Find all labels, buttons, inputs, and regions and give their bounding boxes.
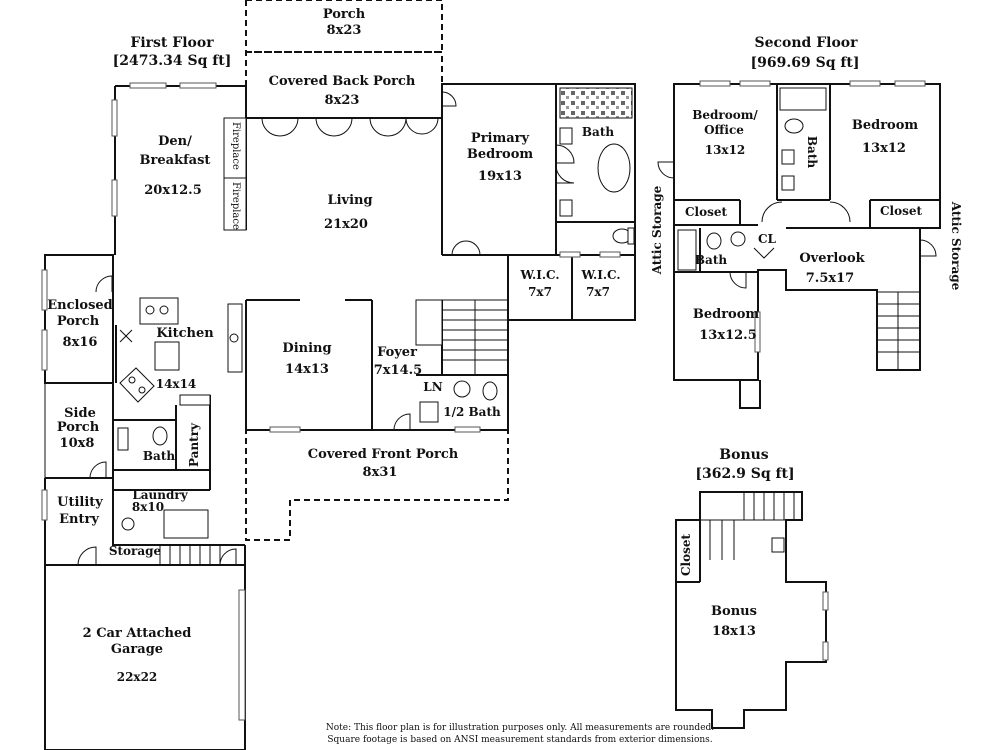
overlook-label: Overlook	[799, 251, 865, 266]
first-floor-heading: First Floor	[130, 35, 214, 51]
closet-left-label: Closet	[685, 205, 728, 219]
cl-label: CL	[758, 232, 777, 246]
den-label-1: Den/	[158, 134, 192, 149]
porch-label: Porch	[323, 7, 366, 22]
laundry-label: Laundry	[132, 488, 188, 502]
note-line-1: Note: This floor plan is for illustratio…	[325, 723, 715, 733]
bonus-room-label: Bonus	[711, 604, 757, 619]
first-floor-plan	[41, 0, 636, 750]
storage-label: Storage	[109, 544, 162, 558]
covered-front-porch-size: 8x31	[363, 465, 398, 480]
garage-label-1: 2 Car Attached	[83, 626, 192, 641]
bath-label: Bath	[143, 449, 175, 463]
covered-front-porch-label: Covered Front Porch	[308, 447, 459, 462]
attic-storage-left-label: Attic Storage	[650, 185, 664, 275]
covered-back-porch-size: 8x23	[325, 93, 360, 108]
pantry-label: Pantry	[187, 422, 201, 467]
utility-entry-label-1: Utility	[57, 495, 103, 510]
kitchen-size: 14x14	[156, 377, 197, 391]
wic-2-label: W.I.C.	[580, 268, 620, 282]
side-porch-label-2: Porch	[57, 420, 100, 435]
bedroom-office-size: 13x12	[705, 143, 746, 157]
primary-bedroom-label-1: Primary	[471, 131, 530, 146]
garage-size: 22x22	[117, 670, 158, 684]
bedroom-ne-size: 13x12	[862, 141, 906, 156]
dining-label: Dining	[282, 341, 331, 356]
enclosed-porch-label-1: Enclosed	[47, 298, 113, 313]
laundry-size: 8x10	[132, 500, 164, 514]
primary-bedroom-label-2: Bedroom	[467, 147, 534, 162]
bonus-closet-label: Closet	[679, 534, 693, 577]
garage-area	[44, 564, 246, 750]
living-size: 21x20	[324, 217, 368, 232]
fireplace-label-2: Fireplace	[230, 182, 241, 230]
bedroom-ne-label: Bedroom	[852, 118, 919, 133]
bonus-heading: Bonus	[719, 447, 769, 463]
den-label-2: Breakfast	[140, 153, 211, 168]
second-floor-plan	[657, 80, 941, 409]
enclosed-porch-size: 8x16	[63, 335, 98, 350]
living-label: Living	[327, 193, 372, 208]
bonus-area: [362.9 Sq ft]	[695, 466, 794, 482]
half-bath-label: 1/2 Bath	[443, 405, 501, 419]
utility-entry-label-2: Entry	[59, 512, 99, 527]
porch-size: 8x23	[327, 23, 362, 38]
second-floor-bath-lower-label: Bath	[695, 253, 727, 267]
covered-back-porch-label: Covered Back Porch	[269, 74, 416, 89]
wic-1-size: 7x7	[528, 285, 552, 299]
second-floor-bath-label: Bath	[805, 136, 819, 168]
dining-size: 14x13	[285, 362, 329, 377]
side-porch-size: 10x8	[60, 436, 95, 451]
second-floor-heading: Second Floor	[754, 35, 858, 51]
bedroom-office-label-2: Office	[704, 123, 744, 137]
foyer-size: 7x14.5	[374, 363, 422, 378]
bedroom-sw-size: 13x12.5	[699, 328, 757, 343]
side-porch-label-1: Side	[64, 406, 96, 421]
disclaimer-note: Note: This floor plan is for illustratio…	[280, 722, 760, 746]
garage-label-2: Garage	[111, 642, 163, 657]
enclosed-porch-label-2: Porch	[57, 314, 100, 329]
note-line-2: Square footage is based on ANSI measurem…	[327, 735, 713, 745]
den-size: 20x12.5	[144, 183, 202, 198]
primary-bedroom-size: 19x13	[478, 169, 522, 184]
bonus-room-size: 18x13	[712, 624, 756, 639]
kitchen-label: Kitchen	[156, 326, 214, 341]
bedroom-office-label-1: Bedroom/	[692, 108, 758, 122]
closet-right-label: Closet	[880, 204, 923, 218]
foyer-label: Foyer	[377, 345, 417, 360]
fireplace-label-1: Fireplace	[230, 122, 241, 170]
primary-bath-label: Bath	[582, 125, 614, 139]
linen-closet-label: LN	[423, 380, 442, 394]
bedroom-sw-label: Bedroom	[693, 307, 760, 322]
second-floor-area: [969.69 Sq ft]	[751, 55, 860, 71]
porch-area	[245, 0, 443, 53]
first-floor-area: [2473.34 Sq ft]	[113, 53, 232, 69]
labels: First Floor [2473.34 Sq ft] Porch 8x23 C…	[47, 7, 963, 684]
wic-2-size: 7x7	[586, 285, 610, 299]
wic-1-label: W.I.C.	[519, 268, 559, 282]
bonus-plan	[675, 491, 829, 729]
attic-storage-right-label: Attic Storage	[949, 201, 963, 291]
overlook-size: 7.5x17	[806, 271, 854, 286]
